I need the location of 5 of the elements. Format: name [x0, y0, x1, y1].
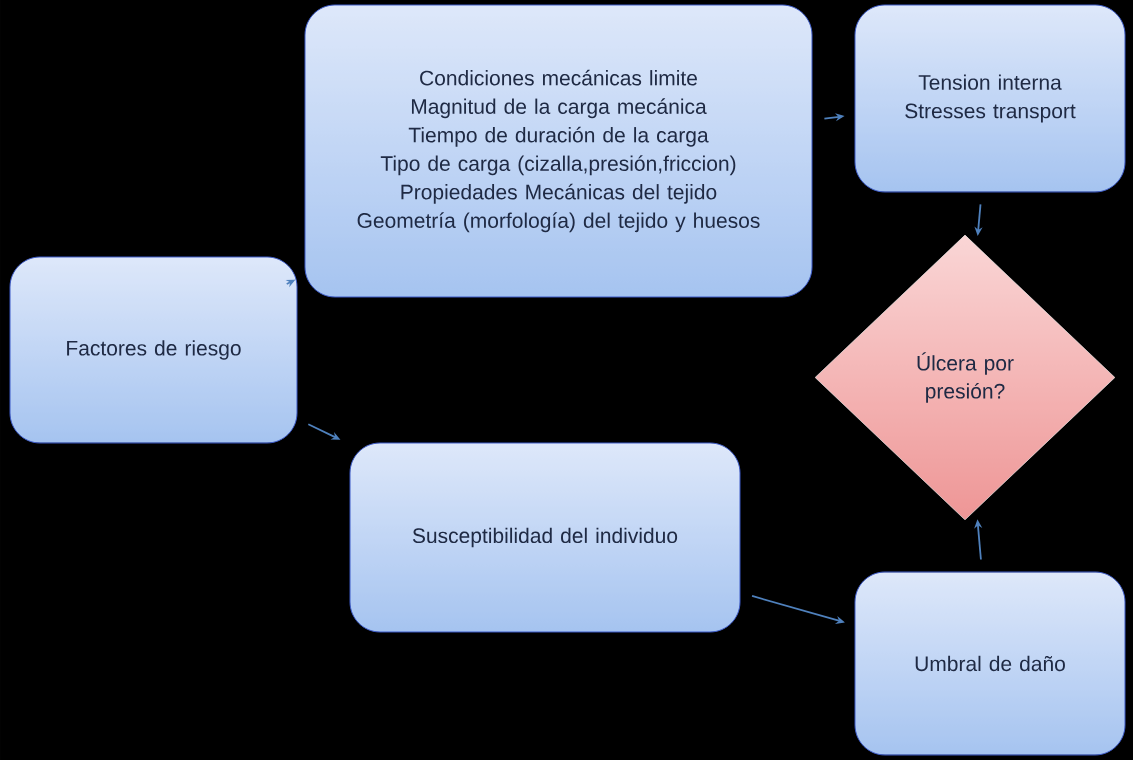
- process-box: Susceptibilidad del individuo: [349, 442, 741, 633]
- process-box: Tension interna Stresses transport: [854, 4, 1126, 193]
- process-box: Factores de riesgo: [9, 256, 298, 444]
- process-box: Umbral de daño: [854, 571, 1126, 756]
- process-box: Condiciones mecánicas limite Magnitud de la carga mecánica Tiempo de duración de la carga Tipo de carga (cizalla,presión,friccion) Propiedades Mecánicas del tejido Geometría (morfología) del tejido y huesos: [304, 4, 813, 298]
